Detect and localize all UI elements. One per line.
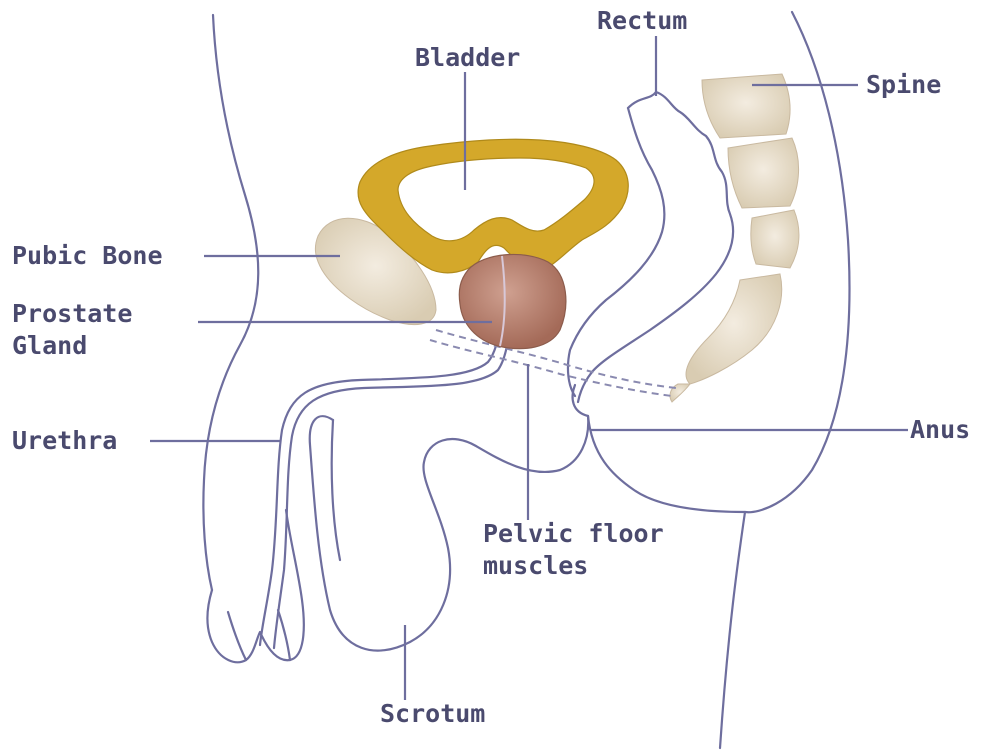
label-prostate-line2: Gland xyxy=(12,331,87,360)
vertebra-2 xyxy=(728,138,799,208)
pelvic-muscle-line-1 xyxy=(430,340,672,396)
spine xyxy=(670,74,799,402)
front-body-outline xyxy=(203,15,258,590)
label-pelvic-line2: muscles xyxy=(483,551,588,580)
prostate-gland xyxy=(459,254,566,348)
label-pelvic-line1: Pelvic floor xyxy=(483,519,664,548)
penis-outline xyxy=(208,510,304,662)
label-urethra: Urethra xyxy=(12,426,117,455)
penis-detail-a xyxy=(228,612,246,660)
label-bladder: Bladder xyxy=(415,43,520,72)
pelvic-floor-muscles xyxy=(430,330,676,396)
vertebra-3 xyxy=(751,210,799,268)
anus-outline xyxy=(573,385,588,416)
label-spine: Spine xyxy=(866,70,941,99)
penis-detail-b xyxy=(278,610,290,660)
vertebra-1 xyxy=(702,74,790,138)
leader-lines xyxy=(150,36,908,700)
label-pubic-bone: Pubic Bone xyxy=(12,241,163,270)
label-anus: Anus xyxy=(910,415,970,444)
pelvic-muscle-line-2 xyxy=(436,330,676,388)
label-rectum: Rectum xyxy=(597,6,687,35)
label-scrotum: Scrotum xyxy=(380,699,485,728)
labels: Bladder Rectum Spine Pubic Bone Prostate… xyxy=(12,6,970,728)
scrotum-inner xyxy=(332,420,340,560)
label-prostate-line1: Prostate xyxy=(12,299,132,328)
